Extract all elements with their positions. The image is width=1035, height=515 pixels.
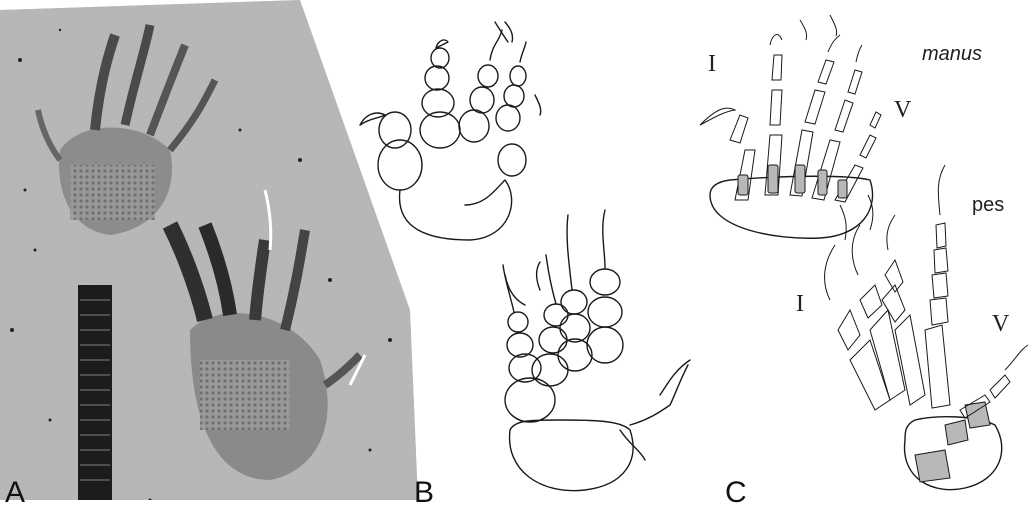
pes-label: pes — [972, 195, 1004, 215]
pes-digit-i-label: I — [796, 292, 804, 316]
manus-digit-v-label: V — [894, 98, 911, 122]
manus-label: manus — [922, 44, 982, 64]
manus-digit-i-label: I — [708, 52, 716, 76]
panel-label-a: A — [5, 478, 25, 508]
panel-label-c: C — [725, 478, 747, 508]
pes-digit-v-label: V — [992, 312, 1009, 336]
panel-c-manus-skeleton — [700, 15, 881, 238]
panel-label-b: B — [414, 478, 434, 508]
